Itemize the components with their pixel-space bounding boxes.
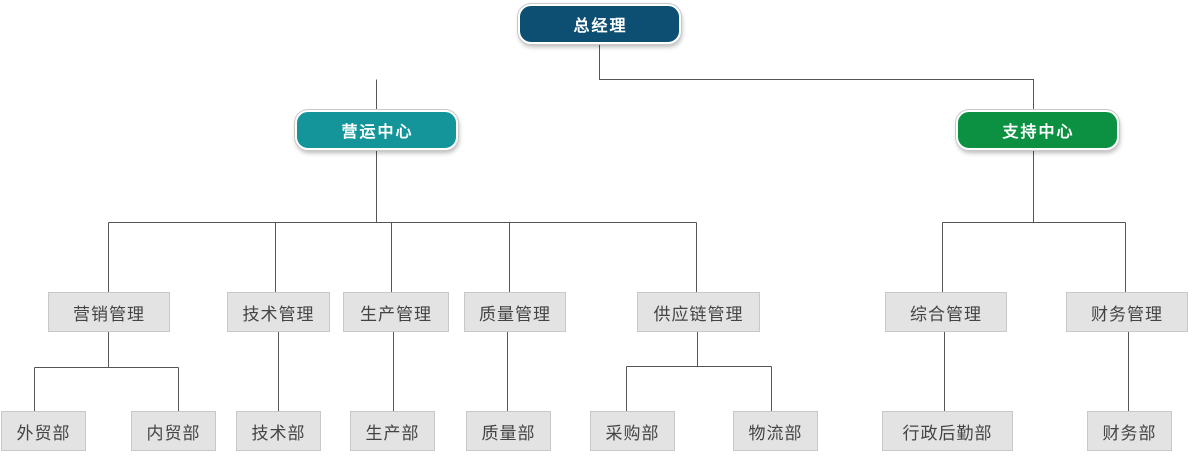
finance-dept-node: 财务部 [1087, 411, 1172, 451]
quality-mgmt-node: 质量管理 [464, 292, 566, 332]
production-mgmt-node: 生产管理 [343, 292, 449, 332]
domestic-trade-dept-node: 内贸部 [131, 411, 216, 451]
connector-ops-to-mgmt [108, 150, 697, 292]
connector-gm-to-centers [376, 44, 1034, 110]
marketing-mgmt-node: 营销管理 [48, 292, 170, 332]
technology-mgmt-node: 技术管理 [227, 292, 330, 332]
operations-center-label: 营运中心 [341, 122, 414, 141]
technology-dept-node: 技术部 [236, 411, 321, 451]
general-manager-label: 总经理 [573, 16, 628, 35]
quality-dept-node: 质量部 [466, 411, 551, 451]
production-dept-node: 生产部 [350, 411, 435, 451]
general-manager-node: 总经理 [518, 4, 681, 44]
logistics-dept-node: 物流部 [733, 411, 818, 451]
connector-marketing-depts [34, 332, 179, 411]
admin-logistics-dept-node: 行政后勤部 [882, 411, 1013, 451]
general-affairs-mgmt-node: 综合管理 [885, 292, 1007, 332]
connector-supply-depts [626, 332, 772, 411]
support-center-node: 支持中心 [956, 110, 1119, 150]
supply-chain-mgmt-node: 供应链管理 [637, 292, 760, 332]
support-center-label: 支持中心 [1002, 122, 1075, 141]
connector-sup-to-mgmt [942, 150, 1126, 292]
purchasing-dept-node: 采购部 [590, 411, 675, 451]
finance-mgmt-node: 财务管理 [1066, 292, 1188, 332]
operations-center-node: 营运中心 [295, 110, 458, 150]
foreign-trade-dept-node: 外贸部 [1, 411, 86, 451]
